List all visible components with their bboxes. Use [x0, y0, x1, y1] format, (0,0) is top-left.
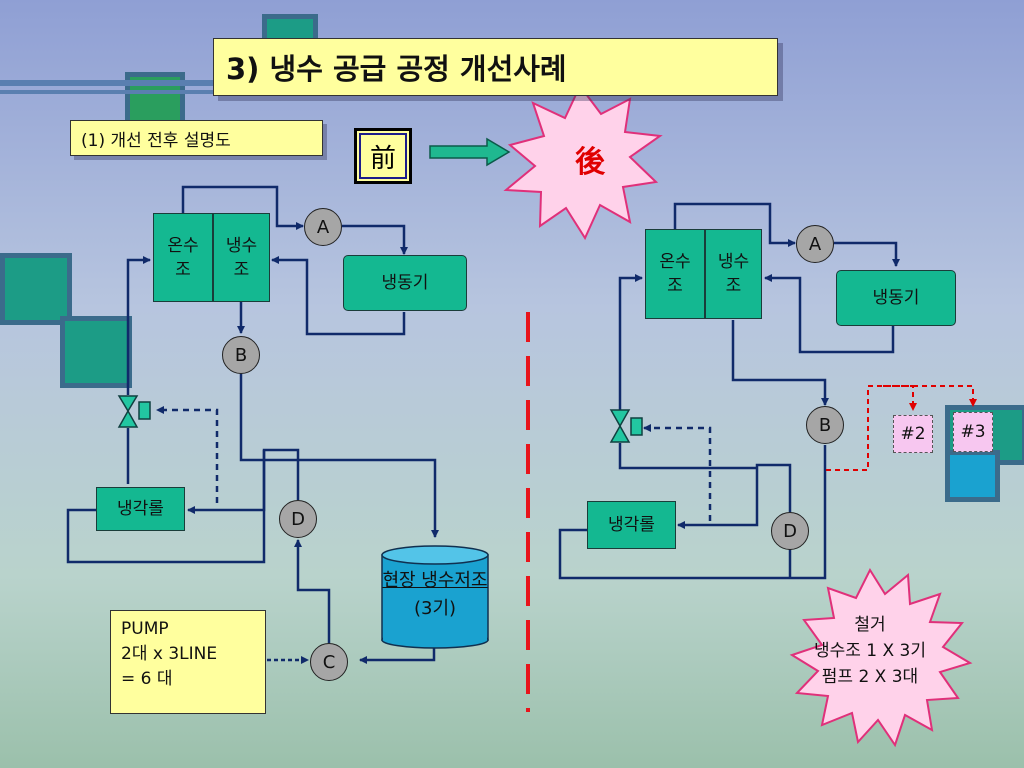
pump-line3: = 6 대: [121, 669, 173, 689]
decor-square: [0, 253, 72, 325]
after-warm-water-tank: 온수 조: [645, 229, 705, 319]
removal-line2: 냉수조 1 X 3기: [813, 641, 927, 661]
before-node-c: C: [310, 643, 348, 681]
pump-line2: 2대 x 3LINE: [121, 644, 218, 664]
before-node-a: A: [304, 208, 342, 246]
decor-stripe: [0, 80, 240, 86]
after-cooling-roll: 냉각롤: [587, 501, 676, 549]
after-label: 後: [575, 145, 605, 180]
after-tag-3: #3: [953, 412, 993, 452]
removal-line3: 펌프 2 X 3대: [821, 667, 919, 687]
decor-square: [60, 316, 132, 388]
pump-info-box: PUMP 2대 x 3LINE = 6 대: [110, 610, 266, 714]
before-node-b: B: [222, 336, 260, 374]
after-node-d: D: [771, 512, 809, 550]
before-warm-water-tank: 온수 조: [153, 213, 213, 302]
section-subtitle: (1) 개선 전후 설명도: [70, 120, 323, 156]
after-cold-water-tank: 냉수 조: [705, 229, 762, 319]
before-label: 前: [354, 128, 412, 184]
before-refrigerator: 냉동기: [343, 255, 467, 311]
site-cold-water-storage-label: 현장 냉수저조 (3기): [345, 567, 525, 623]
before-cooling-roll: 냉각롤: [96, 487, 185, 531]
decor-stripe: [0, 90, 240, 94]
removal-note: 철거 냉수조 1 X 3기 펌프 2 X 3대: [790, 612, 950, 690]
decor-square: [945, 450, 1000, 502]
after-node-b: B: [806, 406, 844, 444]
removal-line1: 철거: [854, 615, 886, 635]
before-node-d: D: [279, 500, 317, 538]
pump-line1: PUMP: [121, 619, 169, 639]
after-node-a: A: [796, 225, 834, 263]
after-refrigerator: 냉동기: [836, 270, 956, 326]
after-tag-2: #2: [893, 415, 933, 453]
site-tank-line2: (3기): [413, 598, 457, 619]
site-tank-line1: 현장 냉수저조: [382, 570, 488, 591]
before-cold-water-tank: 냉수 조: [213, 213, 270, 302]
page-title: 3) 냉수 공급 공정 개선사례: [213, 38, 778, 96]
